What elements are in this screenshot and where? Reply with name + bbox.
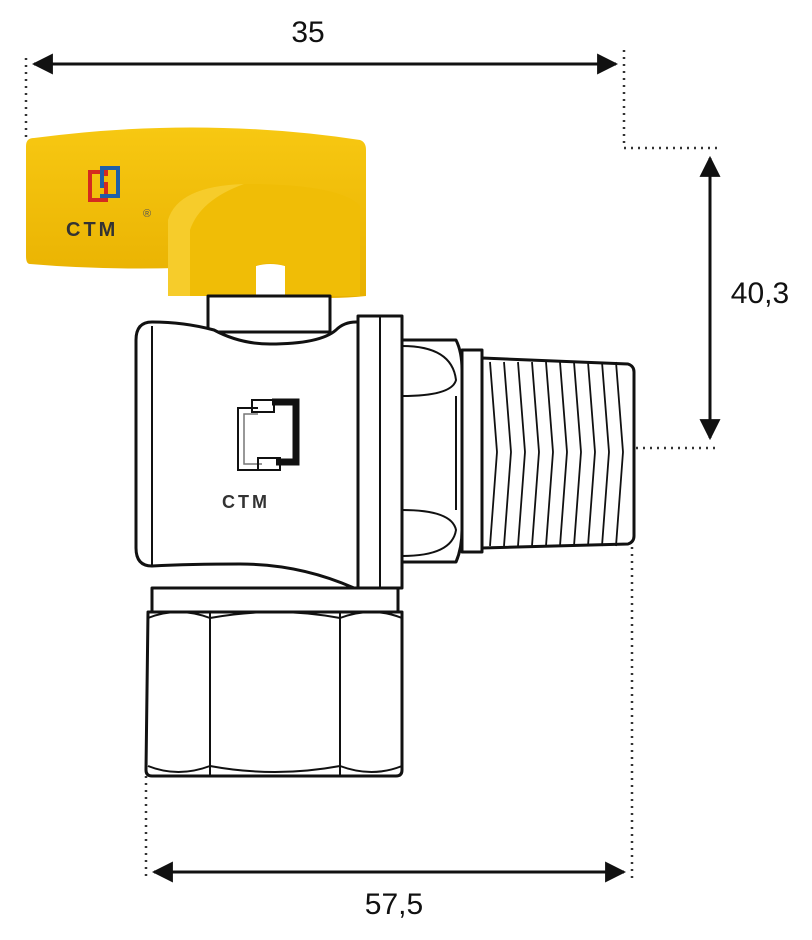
- thread-body: [480, 356, 636, 550]
- handle-hub: [168, 184, 360, 296]
- nipple-neck: [460, 348, 484, 554]
- handle-hub-shadow: [168, 184, 244, 296]
- thread-line: [573, 361, 582, 547]
- lower-hex-chamfer-3: [339, 611, 403, 619]
- thread-line: [531, 361, 540, 547]
- thread-line: [601, 361, 610, 547]
- valve-stem: [206, 294, 332, 334]
- thread-line: [503, 361, 512, 547]
- valve-body: CTM: [134, 320, 386, 590]
- thread-lines: [489, 361, 624, 547]
- valve-handle: CTM ®: [26, 127, 366, 298]
- dimension-label-right: 40,3: [731, 277, 789, 310]
- dimension-right: 40,3: [624, 146, 789, 450]
- lower-hex-base-2: [209, 765, 341, 773]
- thread-line: [587, 361, 596, 547]
- thread-line: [489, 361, 498, 547]
- hex-nut-bottom: [144, 586, 404, 778]
- hex-nut-right: [400, 338, 464, 564]
- dimension-label-top: 35: [291, 16, 324, 49]
- dimension-label-bottom: 57,5: [365, 888, 423, 921]
- ctm-logo-icon: [237, 398, 300, 471]
- thread-line: [615, 361, 624, 547]
- body-brand-text: CTM: [222, 492, 270, 512]
- body-shape: [134, 320, 386, 590]
- lower-hex-chamfer-1: [147, 611, 211, 619]
- lower-hex-shape: [144, 610, 404, 778]
- stem: [206, 294, 332, 334]
- lower-hex-base-3: [339, 765, 403, 773]
- thread-line: [559, 361, 568, 547]
- threaded-nipple: [460, 348, 636, 554]
- dimension-bottom: 57,5: [144, 540, 634, 921]
- hex-nut-shape: [400, 338, 464, 564]
- lower-collar: [150, 586, 400, 614]
- registered-mark: ®: [143, 208, 151, 220]
- collar: [356, 314, 404, 590]
- hex-nut-facet-top: [401, 345, 458, 397]
- thread-line: [517, 361, 526, 547]
- handle-brand-text: CTM: [66, 219, 118, 241]
- lower-hex-chamfer-2: [209, 611, 341, 619]
- ctm-logo-icon: [88, 166, 120, 202]
- hex-nut-facet-bottom: [401, 509, 458, 557]
- thread-line: [545, 361, 554, 547]
- dimension-top: 35: [24, 16, 626, 148]
- lower-hex-base-1: [147, 765, 211, 773]
